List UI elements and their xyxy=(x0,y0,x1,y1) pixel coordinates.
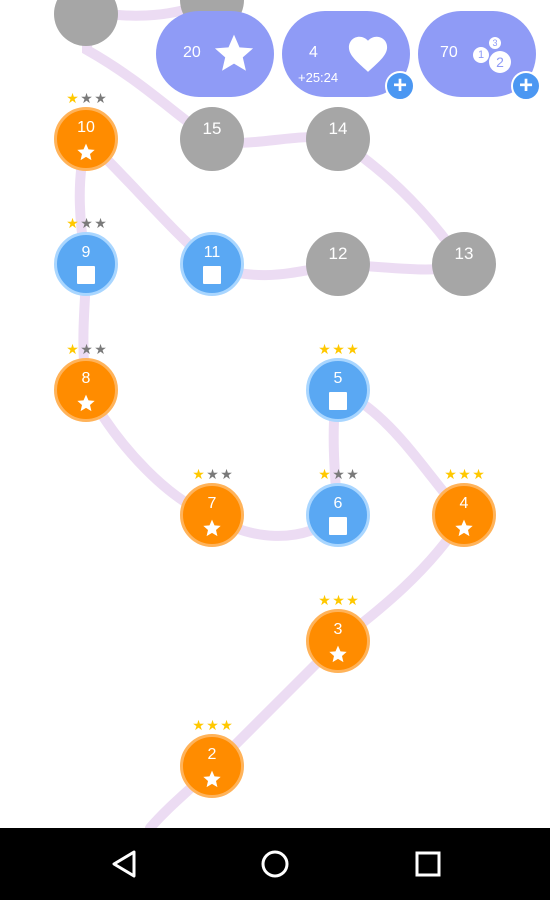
level-15-node[interactable]: 15 xyxy=(180,107,244,171)
home-button[interactable] xyxy=(235,828,315,900)
level-6-node[interactable]: 6 xyxy=(306,483,370,547)
level-13-node[interactable]: 13 xyxy=(432,232,496,296)
level-number: 8 xyxy=(81,370,91,387)
level-number: 3 xyxy=(333,621,343,638)
star-icon xyxy=(455,519,473,537)
level-2-node[interactable]: 2 xyxy=(180,734,244,798)
moves-count: 70 xyxy=(440,44,458,61)
square-icon xyxy=(329,392,347,410)
lives-counter: 4 +25:24 xyxy=(282,11,410,97)
level-5-stars: ★★★ xyxy=(318,341,359,357)
level-number: 5 xyxy=(333,370,343,387)
level-number: 15 xyxy=(202,119,222,138)
level-8-node[interactable]: 8 xyxy=(54,358,118,422)
home-icon xyxy=(261,850,289,878)
level-8-stars: ★★★ xyxy=(66,341,107,357)
android-navigation-bar xyxy=(0,828,550,900)
circle-badge-2: 2 xyxy=(489,51,511,73)
level-number: 2 xyxy=(207,746,217,763)
star-icon xyxy=(77,143,95,161)
back-icon xyxy=(112,850,136,878)
numbered-circles-icon: 1 3 2 xyxy=(473,35,523,75)
star-icon xyxy=(329,645,347,663)
level-number: 13 xyxy=(454,244,474,263)
level-number: 11 xyxy=(203,244,221,261)
level-10-node[interactable]: 10 xyxy=(54,107,118,171)
circle-badge-3: 3 xyxy=(489,37,501,49)
level-2-stars: ★★★ xyxy=(192,717,233,733)
level-number: 12 xyxy=(328,244,348,263)
stars-count: 20 xyxy=(183,44,201,61)
level-9-node[interactable]: 9 xyxy=(54,232,118,296)
lives-count: 4 xyxy=(309,44,318,61)
level-4-stars: ★★★ xyxy=(444,466,485,482)
lives-timer: +25:24 xyxy=(298,70,339,85)
level-11-node[interactable]: 11 xyxy=(180,232,244,296)
level-number: 7 xyxy=(207,495,217,512)
level-4-node[interactable]: 4 xyxy=(432,483,496,547)
add-moves-label: + xyxy=(518,72,533,99)
level-6-stars: ★★★ xyxy=(318,466,359,482)
level-number: 14 xyxy=(328,119,348,138)
level-10-stars: ★★★ xyxy=(66,90,107,106)
star-icon xyxy=(77,394,95,412)
level-3-stars: ★★★ xyxy=(318,592,359,608)
recents-button[interactable] xyxy=(388,828,468,900)
star-icon xyxy=(203,770,221,788)
add-moves-button[interactable]: + xyxy=(511,71,541,101)
level-7-node[interactable]: 7 xyxy=(180,483,244,547)
square-icon xyxy=(203,266,221,284)
level-map[interactable]: ★★★ 2 ★★★ 3 ★★★ 4 ★★★ 5 ★★★ 6 ★★★ 7 ★★★ … xyxy=(0,0,550,828)
recents-icon xyxy=(415,851,441,877)
star-icon xyxy=(203,519,221,537)
level-number: 10 xyxy=(77,119,95,136)
add-lives-label: + xyxy=(392,72,407,99)
stars-counter: 20 xyxy=(156,11,274,97)
level-5-node[interactable]: 5 xyxy=(306,358,370,422)
level-number: 9 xyxy=(81,244,91,261)
heart-icon xyxy=(348,36,388,72)
level-number: 6 xyxy=(333,495,343,512)
level-3-node[interactable]: 3 xyxy=(306,609,370,673)
circle-badge-1: 1 xyxy=(473,47,489,63)
level-9-stars: ★★★ xyxy=(66,215,107,231)
add-lives-button[interactable]: + xyxy=(385,71,415,101)
level-7-stars: ★★★ xyxy=(192,466,233,482)
level-12-node[interactable]: 12 xyxy=(306,232,370,296)
back-button[interactable] xyxy=(84,828,164,900)
square-icon xyxy=(77,266,95,284)
level-number: 4 xyxy=(459,495,469,512)
star-icon xyxy=(214,34,254,71)
level-14-node[interactable]: 14 xyxy=(306,107,370,171)
square-icon xyxy=(329,517,347,535)
